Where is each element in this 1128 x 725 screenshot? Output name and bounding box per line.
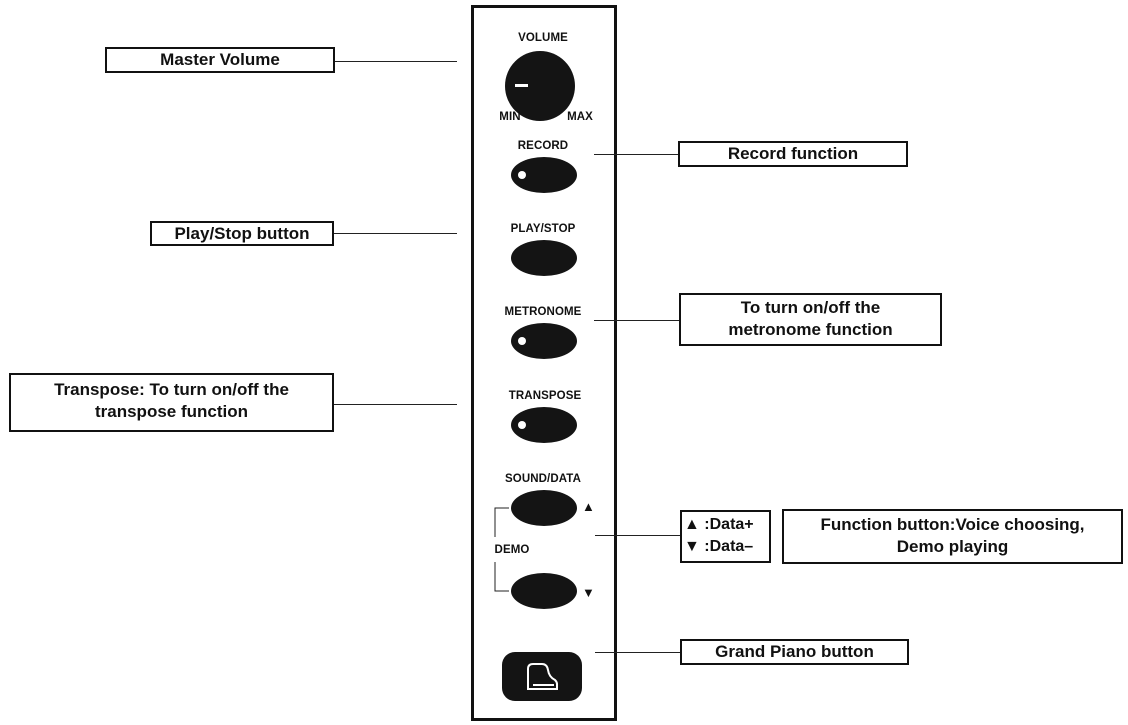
grand-piano-icon [527,663,558,690]
volume-label: VOLUME [518,32,568,44]
master-volume-callout: Master Volume [105,47,335,73]
callout-text-line1: Function button:Voice choosing, [820,515,1085,534]
grand-piano-button[interactable] [502,652,582,701]
leader-line [594,320,679,321]
transpose-button[interactable] [511,407,577,443]
metronome-button[interactable] [511,323,577,359]
leader-line [595,535,680,536]
callout-text-line1: To turn on/off the [740,298,881,317]
record-label: RECORD [517,140,569,152]
volume-min-label: MIN [499,111,521,123]
leader-line [594,154,678,155]
metronome-callout: To turn on/off the metronome function [679,293,942,346]
callout-text: Grand Piano button [715,642,874,661]
leader-line [595,652,680,653]
led-indicator-icon [518,421,526,429]
data-callout: ▲ :Data+ ▼ :Data– [680,510,771,563]
record-button[interactable] [511,157,577,193]
sound-data-down-button[interactable] [511,573,577,609]
callout-text: Record function [727,144,859,163]
demo-label: DEMO [494,544,530,556]
leader-line [334,404,457,405]
callout-text-line2: metronome function [728,320,893,339]
knob-indicator-icon [515,84,528,87]
transpose-label: TRANSPOSE [508,390,582,402]
led-indicator-icon [518,337,526,345]
sound-data-up-button[interactable] [511,490,577,526]
transpose-callout: Transpose: To turn on/off the transpose … [9,373,334,432]
play-stop-callout: Play/Stop button [150,221,334,246]
leader-line [335,61,457,62]
metronome-label: METRONOME [504,306,582,318]
callout-text-line2: transpose function [94,402,248,421]
led-indicator-icon [518,171,526,179]
data-plus-text: ▲ :Data+ [684,516,754,533]
leader-line [334,233,457,234]
data-minus-text: ▼ :Data– [684,538,754,555]
callout-text: Master Volume [160,50,280,69]
callout-text-line1: Transpose: To turn on/off the [54,380,289,399]
play-stop-button[interactable] [511,240,577,276]
sound-data-label: SOUND/DATA [505,473,581,485]
play-stop-label: PLAY/STOP [510,223,576,235]
callout-text: Play/Stop button [174,224,310,243]
down-arrow-icon: ▼ [582,585,595,600]
volume-max-label: MAX [567,111,593,123]
callout-text-line2: Demo playing [896,537,1009,556]
up-arrow-icon: ▲ [582,499,595,514]
volume-knob[interactable] [505,51,575,121]
grand-piano-callout: Grand Piano button [680,639,909,665]
record-callout: Record function [678,141,908,167]
function-button-callout: Function button:Voice choosing, Demo pla… [782,509,1123,564]
